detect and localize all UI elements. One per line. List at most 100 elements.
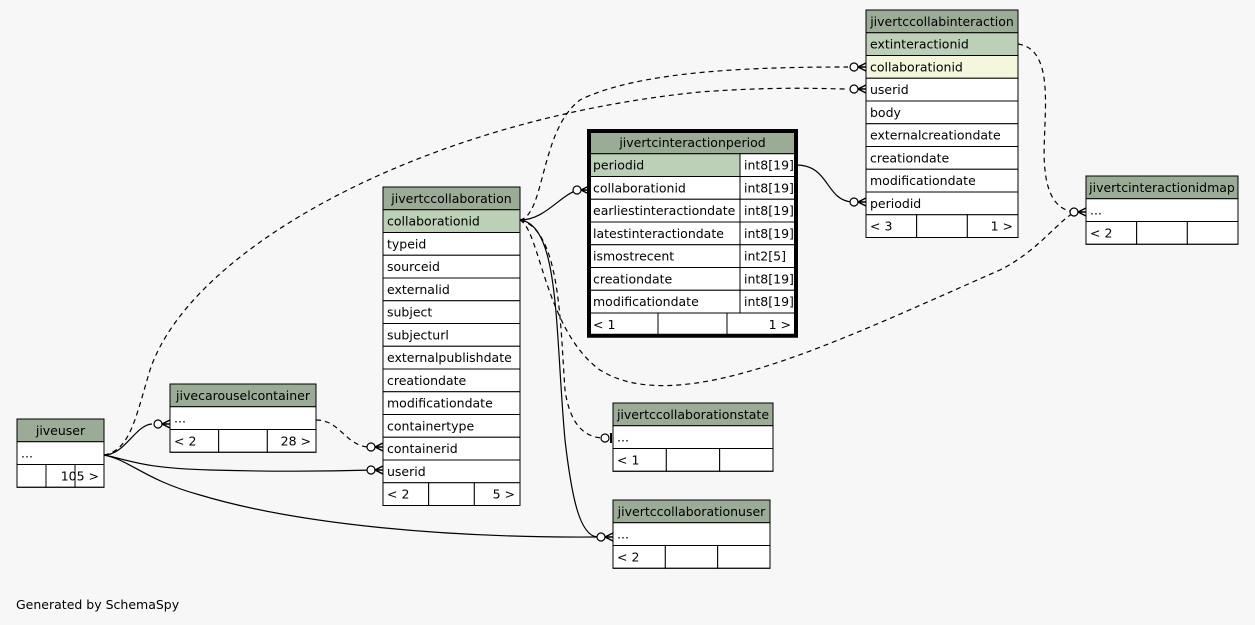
table-footer: 105 > bbox=[16, 464, 105, 488]
footer-count: 1 > bbox=[991, 219, 1013, 234]
table-jivertccollaborationstate[interactable]: jivertccollaborationstate... < 1 bbox=[612, 402, 774, 472]
edge-collaboration-collabinteraction bbox=[519, 66, 849, 221]
edge-collabinteraction-interactionidmap bbox=[1017, 43, 1079, 213]
table-row[interactable]: int8[19]latestinteractiondate bbox=[588, 221, 797, 246]
column-name: ... bbox=[617, 527, 629, 542]
footer-count: < 2 bbox=[174, 433, 196, 448]
table-jiveuser[interactable]: jiveuser...105 > bbox=[16, 418, 105, 488]
table-row[interactable]: sourceid bbox=[382, 254, 521, 279]
edge-jiveuser-collabinteraction-userid bbox=[103, 87, 849, 456]
column-name-cell bbox=[612, 522, 771, 546]
edge-jiveuser-carouselcontainer bbox=[103, 423, 153, 456]
table-row[interactable]: containertype bbox=[382, 414, 521, 438]
table-row[interactable]: extinteractionid bbox=[865, 32, 1019, 56]
edge-carouselcontainer-collaboration-containerid bbox=[315, 419, 369, 448]
column-type: int8[19] bbox=[744, 294, 794, 309]
crowfoot-marker bbox=[849, 84, 867, 94]
table-name: jivertccollabinteraction bbox=[869, 14, 1014, 29]
footer-cell bbox=[218, 429, 268, 453]
table-border bbox=[612, 499, 771, 569]
table-row[interactable]: ... bbox=[16, 441, 105, 465]
table-footer: < 1 bbox=[612, 448, 774, 472]
table-jivertccollabinteraction[interactable]: jivertccollabinteraction extinteractionid… bbox=[865, 9, 1019, 238]
table-name: jivecarouselcontainer bbox=[175, 388, 311, 403]
table-row[interactable]: externalcreationdate bbox=[865, 123, 1019, 147]
column-type: int8[19] bbox=[744, 203, 794, 218]
footer-count: < 1 bbox=[593, 317, 615, 332]
column-name: typeid bbox=[387, 236, 426, 251]
table-row[interactable]: ... bbox=[169, 406, 317, 430]
crowfoot-marker bbox=[572, 185, 590, 195]
table-row[interactable]: int8[19]modificationdate bbox=[588, 289, 797, 314]
table-row[interactable]: int8[19]creationdate bbox=[588, 267, 797, 291]
footer-count: < 2 bbox=[387, 487, 409, 502]
column-name: collaborationid bbox=[870, 59, 963, 74]
table-row[interactable]: ... bbox=[612, 522, 771, 546]
edge-interactionperiod-collabinteraction-periodid bbox=[795, 164, 853, 203]
footer-cell bbox=[16, 464, 47, 488]
table-row[interactable]: creationdate bbox=[865, 146, 1019, 170]
relationship-edges bbox=[103, 43, 1079, 538]
column-name: creationdate bbox=[870, 150, 950, 165]
table-jivertccollaborationuser[interactable]: jivertccollaborationuser...< 2 bbox=[612, 499, 771, 569]
table-border bbox=[865, 9, 1019, 238]
table-name: jivertccollaboration bbox=[390, 191, 511, 206]
table-row[interactable]: modificationdate bbox=[865, 168, 1019, 193]
table-row[interactable]: externalpublishdate bbox=[382, 345, 521, 370]
column-name: containertype bbox=[387, 418, 474, 433]
table-jivertcinteractionidmap[interactable]: jivertcinteractionidmap... < 2 bbox=[1085, 175, 1239, 245]
generated-by-text: Generated by SchemaSpy bbox=[16, 597, 180, 612]
edge-collaboration-collaborationstate bbox=[519, 219, 605, 439]
table-jivertccollaboration[interactable]: jivertccollaboration collaborationid typei… bbox=[382, 186, 521, 506]
crowfoot-marker bbox=[1069, 207, 1087, 217]
edge-collaboration-interactionperiod bbox=[519, 189, 579, 221]
column-name: collaborationid bbox=[387, 214, 480, 229]
table-row[interactable]: userid bbox=[382, 459, 521, 484]
footer-count: < 3 bbox=[870, 219, 892, 234]
column-name: externalcreationdate bbox=[870, 128, 1001, 143]
column-name: containerid bbox=[387, 441, 458, 456]
column-name: periodid bbox=[593, 158, 644, 173]
table-row[interactable]: creationdate bbox=[382, 368, 521, 393]
table-row[interactable]: int8[19] earliestinteractiondate bbox=[588, 198, 797, 223]
table-row[interactable]: body bbox=[865, 100, 1019, 125]
column-type: int8[19] bbox=[744, 158, 794, 173]
table-row[interactable]: userid bbox=[865, 77, 1019, 102]
table-name: jivertccollaborationstate bbox=[616, 407, 769, 422]
footer-count: < 2 bbox=[617, 549, 639, 564]
table-row[interactable]: containerid bbox=[382, 436, 521, 461]
column-name: earliestinteractiondate bbox=[593, 203, 736, 218]
table-border bbox=[169, 383, 317, 453]
table-name: jivertcinteractionidmap bbox=[1088, 180, 1235, 195]
table-jivertcinteractionperiod[interactable]: jivertcinteractionperiodint8[19]periodid… bbox=[586, 128, 800, 340]
one-marker bbox=[600, 433, 612, 443]
footer-cell bbox=[657, 312, 728, 337]
column-name-cell bbox=[169, 406, 317, 430]
table-row[interactable]: collaborationid bbox=[382, 209, 521, 233]
table-row[interactable]: modificationdate bbox=[382, 391, 521, 415]
edge-jiveuser-collaborationuser bbox=[103, 454, 598, 538]
table-row[interactable]: periodid bbox=[865, 191, 1019, 216]
table-row[interactable]: subjecturl bbox=[382, 323, 521, 347]
footer-cell bbox=[916, 214, 968, 238]
table-border bbox=[612, 402, 774, 472]
table-row[interactable]: externalid bbox=[382, 277, 521, 302]
footer-count: < 2 bbox=[1090, 225, 1112, 240]
table-row[interactable]: int8[19] periodid bbox=[588, 153, 797, 177]
table-row[interactable]: subject bbox=[382, 300, 521, 324]
table-name: jiveuser bbox=[35, 423, 86, 438]
column-name: extinteractionid bbox=[870, 37, 969, 52]
table-row[interactable]: int8[19]collaborationid bbox=[588, 176, 797, 200]
column-name: body bbox=[870, 105, 902, 120]
table-row[interactable]: ... bbox=[612, 425, 774, 449]
table-row[interactable]: typeid bbox=[382, 232, 521, 256]
table-row[interactable]: int2[5]ismostrecent bbox=[588, 244, 797, 268]
table-row[interactable]: ... bbox=[1085, 198, 1239, 222]
table-row[interactable]: collaborationid bbox=[865, 55, 1019, 79]
column-name: periodid bbox=[870, 196, 921, 211]
column-name: ... bbox=[617, 430, 629, 445]
